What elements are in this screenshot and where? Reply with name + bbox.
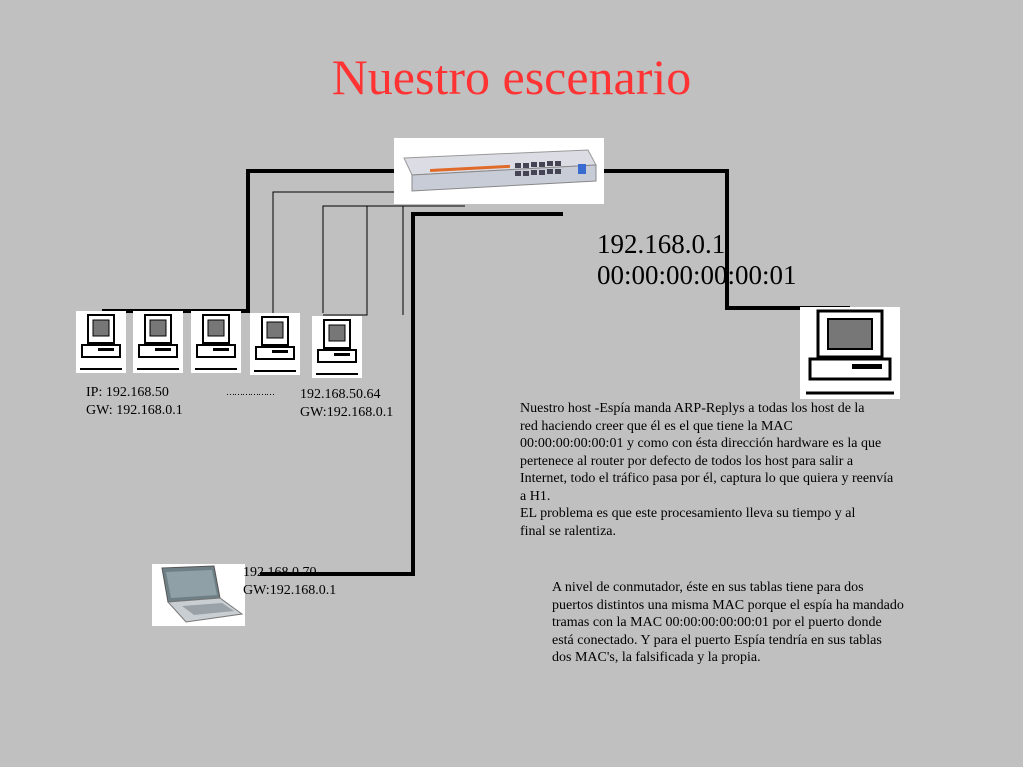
switch-device-icon [394,138,604,204]
desktop-computer-icon [191,311,241,373]
router-address-label: 192.168.0.1 00:00:00:00:00:01 [597,229,797,290]
first-host-label: IP: 192.168.50 GW: 192.168.0.1 [86,385,183,418]
router-computer-icon [800,307,900,399]
hosts-ellipsis: ……………… [226,387,275,397]
wire-host-7 [402,205,465,315]
wire-host-5 [322,205,395,313]
slide-title: Nuestro escenario [331,49,692,105]
last-host-label: 192.168.50.64 GW:192.168.0.1 [300,387,394,420]
desktop-computer-icon [250,313,300,375]
arp-explanation-text: Nuestro host -Espía manda ARP-Replys a t… [520,401,894,539]
wire-host-6 [323,205,420,316]
laptop-computer-icon [152,564,245,626]
spy-host-label: 192.168.0.70 GW:192.168.0.1 [243,565,337,598]
desktop-computer-icon [312,316,362,378]
desktop-computer-icon [133,311,183,373]
switch-explanation-text: A nivel de conmutador, éste en sus tabla… [552,580,904,665]
wire-switch-to-router [604,169,850,310]
wire-host-4 [272,191,395,313]
wire-switch-to-spy [260,212,563,576]
desktop-computer-icon [76,311,126,373]
